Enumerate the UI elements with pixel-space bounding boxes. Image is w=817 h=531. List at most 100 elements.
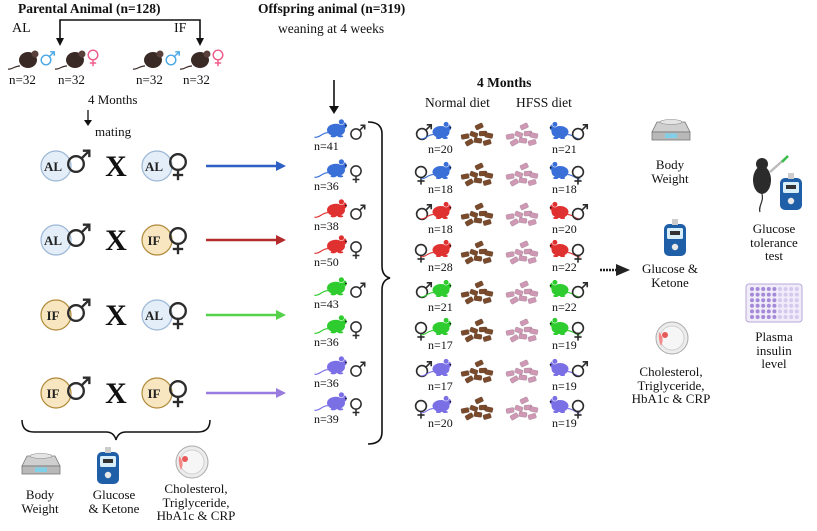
mouse-icon — [54, 50, 86, 70]
svg-text:AL: AL — [145, 308, 163, 323]
cross-arrow-head — [276, 235, 286, 245]
parental-split-line — [59, 19, 201, 40]
hfss-chow-icon — [505, 240, 539, 265]
hfss-chow-icon — [505, 202, 539, 227]
glucometer-icon — [780, 173, 802, 210]
hfss-diet-label: HFSS diet — [516, 95, 572, 110]
mouse-icon — [314, 118, 347, 138]
parent-outcome-lipids: Cholesterol, Triglyceride, HbA1c & CRP — [156, 481, 236, 524]
cross-mother-circle: AL — [141, 299, 173, 331]
female-symbol-icon — [571, 399, 585, 419]
outcome-arrow-head — [616, 264, 630, 276]
male-symbol-icon — [415, 203, 433, 221]
hfss-diet-count: n=22 — [552, 300, 577, 314]
male-symbol-icon — [350, 204, 366, 220]
offspring-count: n=36 — [314, 179, 339, 193]
mouse-icon — [314, 158, 347, 178]
mouse-icon — [549, 358, 581, 377]
male-symbol-icon — [67, 149, 91, 173]
female-symbol-icon — [350, 321, 362, 339]
female-symbol-icon — [414, 321, 428, 341]
cross-symbol: X — [105, 224, 127, 257]
mouse-icon — [549, 317, 581, 336]
mouse-icon — [314, 314, 347, 334]
male-symbol-icon — [67, 376, 91, 400]
weaning-label: weaning at 4 weeks — [278, 21, 385, 36]
outcome-glucose-ketone: Glucose & Ketone — [642, 261, 698, 290]
mouse-icon — [549, 121, 581, 140]
female-symbol-icon — [350, 165, 362, 183]
mouse-icon — [420, 161, 452, 180]
normal-diet-count: n=18 — [428, 182, 453, 196]
mouse-icon — [314, 391, 347, 411]
arrow-head — [84, 120, 92, 126]
normal-diet-count: n=20 — [428, 416, 453, 430]
mouse-icon — [549, 279, 581, 298]
blood-drop-icon — [655, 321, 689, 355]
cross-arrow-head — [276, 388, 286, 398]
offspring-count: n=36 — [314, 335, 339, 349]
female-symbol-icon — [414, 243, 428, 263]
mouse-icon — [549, 395, 581, 414]
parental-title: Parental Animal (n=128) — [18, 1, 161, 16]
group-label-al: AL — [12, 21, 31, 36]
normal-chow-icon — [460, 202, 494, 227]
mouse-icon — [314, 234, 347, 254]
hfss-chow-icon — [505, 396, 539, 421]
arrow-head — [329, 106, 339, 114]
mouse-icon — [420, 239, 452, 258]
mouse-icon — [420, 317, 452, 336]
well-plate-icon — [745, 283, 803, 323]
offspring-count: n=43 — [314, 297, 339, 311]
hfss-chow-icon — [505, 359, 539, 384]
diet-duration: 4 Months — [477, 75, 532, 90]
hfss-diet-count: n=18 — [552, 182, 577, 196]
mouse-icon — [132, 50, 164, 70]
mouse-icon — [179, 50, 211, 70]
group-label-if: IF — [174, 21, 187, 36]
male-symbol-icon — [350, 124, 366, 140]
hfss-chow-icon — [505, 122, 539, 147]
outcome-gtt: Glucose tolerance test — [750, 221, 798, 264]
normal-chow-icon — [460, 280, 494, 305]
glucometer-icon — [664, 219, 686, 256]
mouse-icon — [420, 201, 452, 220]
mouse-icon — [420, 358, 452, 377]
female-symbol-icon — [169, 380, 187, 408]
arrow-head — [196, 38, 204, 46]
normal-diet-count: n=28 — [428, 260, 453, 274]
male-symbol-icon — [571, 360, 589, 378]
parent-outcome-glucose-ketone: Glucose & Ketone — [88, 487, 140, 516]
normal-chow-icon — [460, 396, 494, 421]
normal-diet-count: n=17 — [428, 379, 453, 393]
parental-duration: 4 Months — [88, 92, 138, 107]
male-symbol-icon — [350, 361, 366, 377]
parental-outcome-brace — [21, 419, 211, 441]
hfss-chow-icon — [505, 162, 539, 187]
mouse-icon — [7, 50, 39, 70]
male-symbol-icon — [415, 360, 433, 378]
cross-father-circle: IF — [40, 377, 72, 409]
cross-mother-circle: IF — [141, 224, 173, 256]
hfss-diet-count: n=22 — [552, 260, 577, 274]
normal-chow-icon — [460, 359, 494, 384]
female-symbol-icon — [169, 227, 187, 255]
mouse-icon — [314, 198, 347, 218]
normal-diet-count: n=21 — [428, 300, 453, 314]
blood-drop-icon — [175, 445, 209, 479]
svg-text:AL: AL — [44, 233, 62, 248]
cross-arrow-head — [276, 310, 286, 320]
cross-arrow-head — [276, 161, 286, 171]
normal-diet-count: n=17 — [428, 338, 453, 352]
mouse-icon — [314, 355, 347, 375]
male-symbol-icon — [67, 298, 91, 322]
hfss-chow-icon — [505, 280, 539, 305]
mating-label: mating — [95, 124, 132, 139]
cross-father-circle: AL — [40, 150, 72, 182]
female-symbol-icon — [571, 165, 585, 185]
offspring-count: n=39 — [314, 412, 339, 426]
male-symbol-icon — [571, 123, 589, 141]
svg-text:AL: AL — [145, 159, 163, 174]
normal-diet-count: n=20 — [428, 142, 453, 156]
